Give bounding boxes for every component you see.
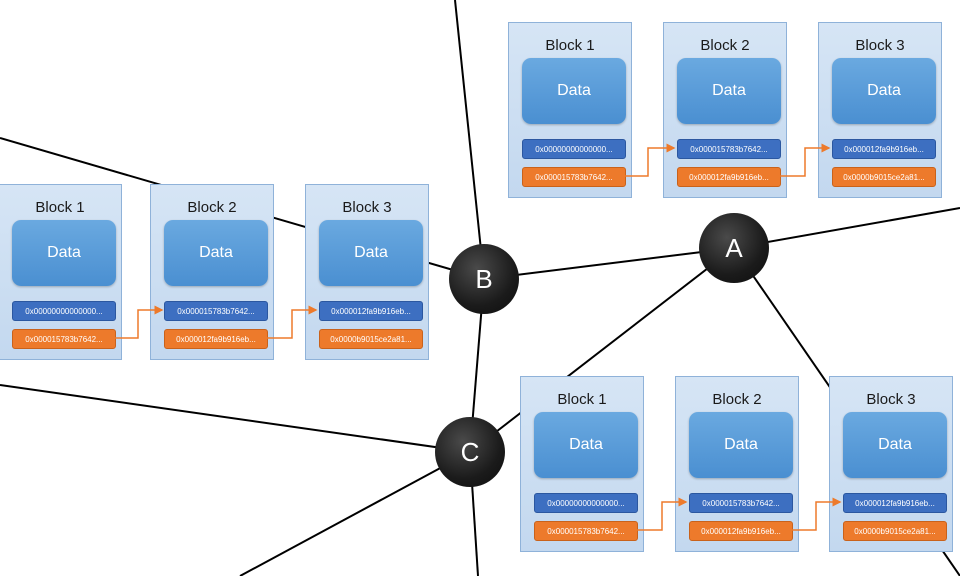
block-title: Block 2 <box>712 391 762 408</box>
data-box: Data <box>534 412 638 478</box>
block-c-1: Block 1 Data 0x00000000000000... 0x00001… <box>520 376 644 552</box>
block-title: Block 1 <box>557 391 607 408</box>
block-title: Block 3 <box>855 37 905 54</box>
link-a-c <box>469 247 735 453</box>
block-b-1: Block 1 Data 0x00000000000000... 0x00001… <box>0 184 122 360</box>
block-title: Block 3 <box>866 391 916 408</box>
block-b-3: Block 3 Data 0x000012fa9b916eb... 0x0000… <box>305 184 429 360</box>
block-a-2: Block 2 Data 0x000015783b7642... 0x00001… <box>663 22 787 198</box>
block-b-2: Block 2 Data 0x000015783b7642... 0x00001… <box>150 184 274 360</box>
block-title: Block 1 <box>35 199 85 216</box>
link-b-a <box>483 247 735 280</box>
block-a-1: Block 1 Data 0x00000000000000... 0x00001… <box>508 22 632 198</box>
block-title: Block 3 <box>342 199 392 216</box>
block-hash: 0x000012fa9b916eb... <box>164 329 268 349</box>
prev-hash: 0x000012fa9b916eb... <box>319 301 423 321</box>
node-a: A <box>699 213 769 283</box>
block-hash: 0x000012fa9b916eb... <box>689 521 793 541</box>
prev-hash: 0x000012fa9b916eb... <box>843 493 947 513</box>
data-box: Data <box>12 220 116 286</box>
prev-hash: 0x00000000000000... <box>12 301 116 321</box>
link-b-top <box>454 0 485 280</box>
data-box: Data <box>164 220 268 286</box>
node-b: B <box>449 244 519 314</box>
block-c-3: Block 3 Data 0x000012fa9b916eb... 0x0000… <box>829 376 953 552</box>
prev-hash: 0x000015783b7642... <box>677 139 781 159</box>
link-a-right <box>733 207 960 249</box>
data-box: Data <box>689 412 793 478</box>
block-hash: 0x000015783b7642... <box>534 521 638 541</box>
block-hash: 0x000012fa9b916eb... <box>677 167 781 187</box>
prev-hash: 0x000015783b7642... <box>164 301 268 321</box>
node-c: C <box>435 417 505 487</box>
prev-hash: 0x00000000000000... <box>534 493 638 513</box>
prev-hash: 0x00000000000000... <box>522 139 626 159</box>
block-a-3: Block 3 Data 0x000012fa9b916eb... 0x0000… <box>818 22 942 198</box>
prev-hash: 0x000015783b7642... <box>689 493 793 513</box>
block-title: Block 1 <box>545 37 595 54</box>
data-box: Data <box>319 220 423 286</box>
block-title: Block 2 <box>187 199 237 216</box>
data-box: Data <box>522 58 626 124</box>
link-c-left <box>0 384 471 453</box>
block-c-2: Block 2 Data 0x000015783b7642... 0x00001… <box>675 376 799 552</box>
block-hash: 0x0000b9015ce2a81... <box>832 167 936 187</box>
link-c-bottom-left <box>239 451 471 576</box>
block-title: Block 2 <box>700 37 750 54</box>
block-hash: 0x000015783b7642... <box>522 167 626 187</box>
block-hash: 0x0000b9015ce2a81... <box>319 329 423 349</box>
data-box: Data <box>832 58 936 124</box>
data-box: Data <box>677 58 781 124</box>
data-box: Data <box>843 412 947 478</box>
prev-hash: 0x000012fa9b916eb... <box>832 139 936 159</box>
block-hash: 0x000015783b7642... <box>12 329 116 349</box>
block-hash: 0x0000b9015ce2a81... <box>843 521 947 541</box>
